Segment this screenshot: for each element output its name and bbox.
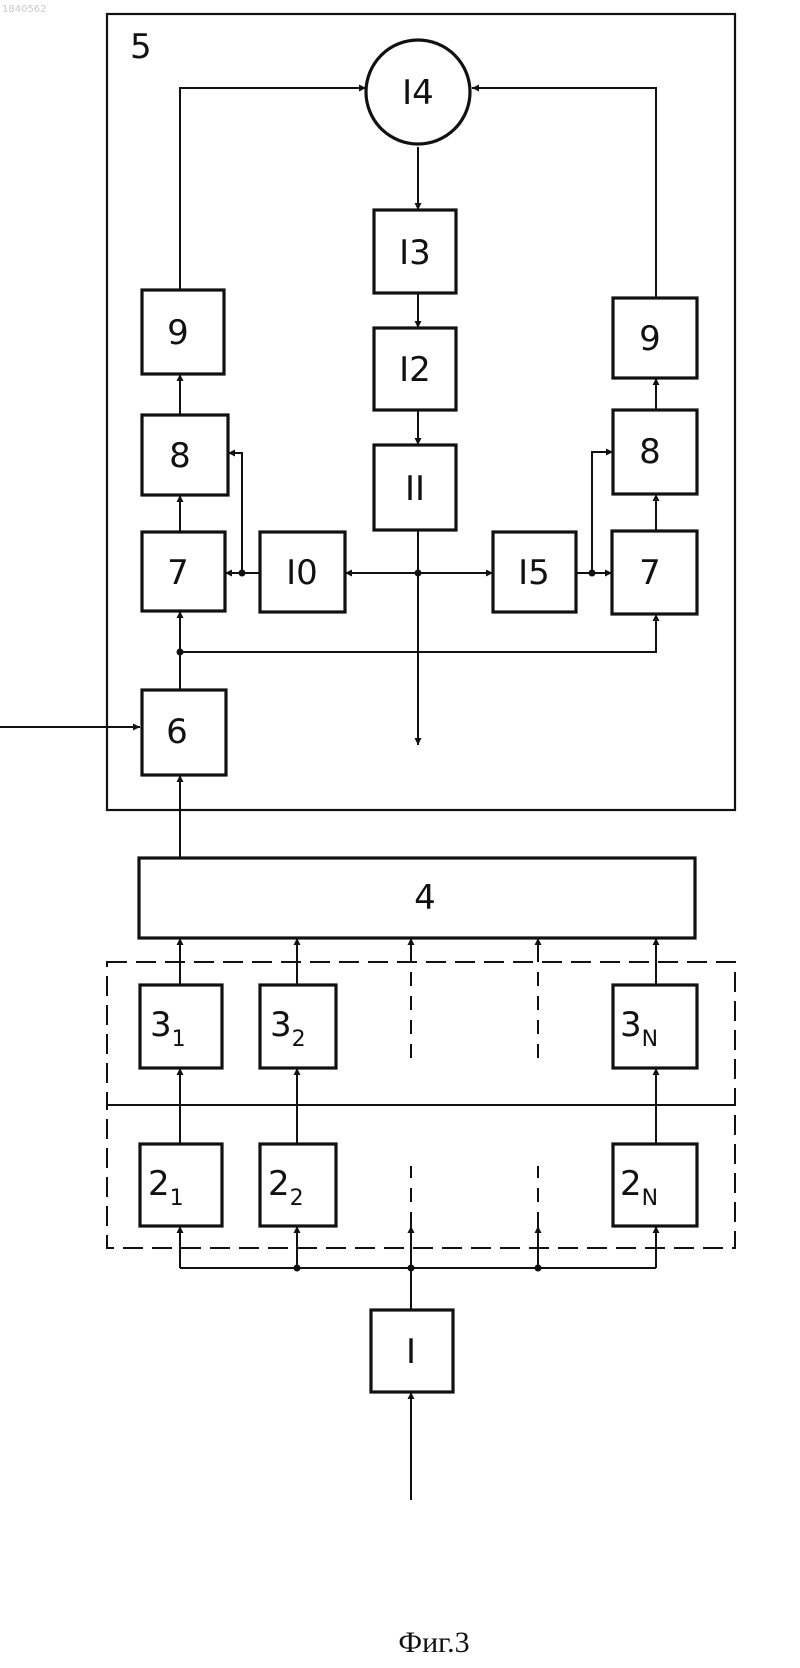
block-4: 4 bbox=[139, 858, 695, 938]
block-1: I bbox=[371, 1310, 453, 1392]
block-7-left: 7 bbox=[142, 532, 225, 611]
block-11: II bbox=[374, 445, 456, 530]
block-2-2: 22 bbox=[260, 1144, 336, 1226]
block-13: I3 bbox=[374, 210, 456, 293]
block-2-n: 2N bbox=[613, 1144, 697, 1226]
wires bbox=[0, 88, 656, 1500]
block-8-left: 8 bbox=[142, 415, 228, 495]
block-6: 6 bbox=[142, 690, 226, 775]
stamp-text: 1840562 bbox=[2, 4, 47, 15]
block-10: I0 bbox=[260, 532, 345, 612]
block-15: I5 bbox=[493, 532, 576, 612]
block-14: I4 bbox=[366, 40, 470, 144]
block-12: I2 bbox=[374, 328, 456, 410]
block-9-left: 9 bbox=[142, 290, 224, 374]
block-3-1: 31 bbox=[140, 985, 222, 1068]
block-14-label: I4 bbox=[402, 73, 434, 113]
block-11-label: II bbox=[405, 469, 425, 509]
block-4-label: 4 bbox=[414, 878, 436, 918]
block-8-right: 8 bbox=[613, 410, 697, 494]
block-12-label: I2 bbox=[399, 350, 431, 390]
block-3-2: 32 bbox=[260, 985, 336, 1068]
block-7-left-label: 7 bbox=[167, 553, 189, 593]
block-6-label: 6 bbox=[166, 712, 188, 752]
block-7-right: 7 bbox=[612, 531, 697, 614]
block-7-right-label: 7 bbox=[639, 553, 661, 593]
block-8-right-label: 8 bbox=[639, 432, 661, 472]
block-8-left-label: 8 bbox=[169, 436, 191, 476]
block-15-label: I5 bbox=[518, 553, 550, 593]
block-9-right: 9 bbox=[613, 298, 697, 378]
figure-caption: Фиг.3 bbox=[398, 1626, 469, 1659]
block-10-label: I0 bbox=[286, 553, 318, 593]
block-9-right-label: 9 bbox=[639, 319, 661, 359]
block-9-left-label: 9 bbox=[167, 313, 189, 353]
block-3-n: 3N bbox=[613, 985, 697, 1068]
block-13-label: I3 bbox=[399, 233, 431, 273]
block-2-1: 21 bbox=[140, 1144, 222, 1226]
block-1-label: I bbox=[406, 1332, 416, 1372]
unit-5-label: 5 bbox=[130, 27, 152, 67]
